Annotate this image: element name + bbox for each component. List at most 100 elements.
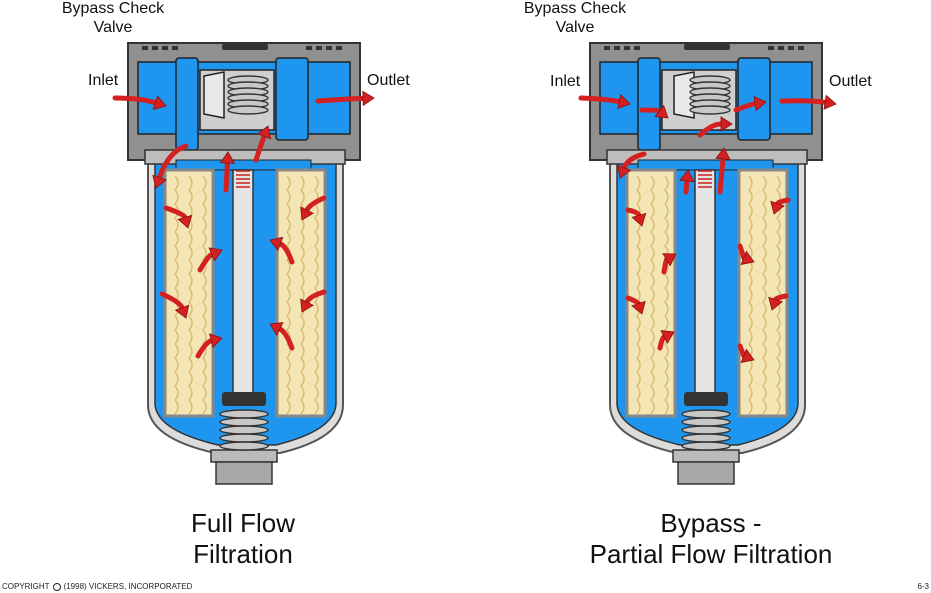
flow-arrow-icon <box>715 147 731 195</box>
flow-arrow-head <box>209 333 223 349</box>
flow-arrow-head <box>152 174 167 189</box>
flow-arrow-shaft <box>253 133 267 163</box>
flow-arrow-head <box>219 151 236 164</box>
copyright-prefix: COPYRIGHT <box>2 582 50 591</box>
flow-arrow-shaft <box>156 143 189 181</box>
flow-arrow-shaft <box>159 291 185 311</box>
head-slot <box>778 46 784 50</box>
flow-arrow-shaft <box>304 195 327 213</box>
inlet-label: Inlet <box>88 72 119 89</box>
flow-arrow-shaft <box>277 241 295 265</box>
flow-arrow-icon <box>219 151 236 193</box>
vickers-logo-icon <box>52 582 61 591</box>
flow-arrow-shaft <box>277 326 295 351</box>
valve-label: Bypass Check Valve <box>52 0 174 37</box>
caption: Bypass - Partial Flow Filtration <box>561 508 861 570</box>
flow-arrow-head <box>753 95 767 112</box>
media-pleat <box>762 175 767 415</box>
head-slot <box>798 46 804 50</box>
head-slot <box>788 46 794 50</box>
flow-arrow-icon <box>112 95 167 111</box>
head-slot <box>336 46 342 50</box>
flow-arrow-head <box>679 169 695 183</box>
flow-arrow-shaft <box>717 156 726 195</box>
flow-arrow-icon <box>737 343 755 363</box>
head-slot <box>768 46 774 50</box>
flow-arrow-shaft <box>697 121 724 138</box>
flow-arrow-head <box>256 125 272 140</box>
valve-label-line1: Bypass Check <box>523 0 627 17</box>
caption-line2: Filtration <box>193 539 293 569</box>
flow-arrow-head <box>174 304 190 319</box>
page-number: 6-3 <box>917 582 929 591</box>
flow-arrow-head <box>269 322 284 337</box>
flow-arrow-shaft <box>657 334 667 351</box>
outlet-label: Outlet <box>367 72 410 89</box>
flow-arrow-shaft <box>683 178 690 195</box>
caption-line1: Bypass - <box>660 508 762 538</box>
flow-arrow-icon <box>163 205 193 229</box>
flow-arrow-icon <box>697 116 733 138</box>
flow-arrow-head <box>720 116 733 132</box>
spring <box>227 75 269 115</box>
spring-coil <box>681 425 731 435</box>
flow-arrow-shaft <box>163 205 188 220</box>
head-slot <box>306 46 312 50</box>
media-pleat <box>650 175 655 415</box>
head-slot <box>222 44 268 50</box>
spring <box>681 409 731 451</box>
flow-arrow-head <box>617 164 632 179</box>
flow-arrow-head <box>660 330 675 345</box>
flow-arrow-shaft <box>315 95 366 104</box>
flow-arrow-shaft <box>304 289 327 305</box>
flow-arrow-icon <box>578 94 631 110</box>
spring-coil <box>681 417 731 427</box>
valve-label-line2: Valve <box>555 19 595 36</box>
media-pleat <box>202 175 207 415</box>
caption-line2: Partial Flow Filtration <box>589 539 833 569</box>
flow-arrow-icon <box>269 236 295 265</box>
head-slot <box>614 46 620 50</box>
head-slot <box>172 46 178 50</box>
copyright-text: (1998) VICKERS, INCORPORATED <box>63 582 193 591</box>
spring-seat <box>222 392 266 406</box>
flow-arrow-head <box>269 236 284 252</box>
spring-coil <box>681 409 731 419</box>
outlet-port <box>275 57 309 141</box>
flow-arrow-head <box>654 104 669 119</box>
flow-arrow-shaft <box>197 251 215 273</box>
flow-arrow-head <box>740 348 755 363</box>
flow-arrow-shaft <box>733 101 758 113</box>
flow-arrow-head <box>631 300 646 315</box>
spring-coil <box>227 105 269 115</box>
drain-nut <box>672 449 740 463</box>
flow-arrow-shaft <box>223 160 230 193</box>
spring <box>689 75 731 115</box>
drain-plug <box>215 461 273 485</box>
outlet-label: Outlet <box>829 73 872 90</box>
flow-arrow-head <box>715 147 731 161</box>
flow-arrow-icon <box>657 330 675 351</box>
flow-arrow-icon <box>639 104 669 119</box>
valve-poppet <box>673 71 695 119</box>
flow-arrow-icon <box>159 291 190 319</box>
flow-arrow-icon <box>737 243 755 265</box>
head-slot <box>684 44 730 50</box>
head-slot <box>634 46 640 50</box>
flow-arrow-icon <box>617 151 647 179</box>
head-slot <box>152 46 158 50</box>
flow-arrow-icon <box>253 125 272 163</box>
flow-arrow-shaft <box>661 257 670 275</box>
flow-arrow-icon <box>661 253 677 275</box>
flow-arrow-head <box>362 90 375 107</box>
inlet-port <box>637 57 661 151</box>
filter-assembly <box>578 42 837 485</box>
inlet-label: Inlet <box>550 73 581 90</box>
caption: Full Flow Filtration <box>143 508 343 570</box>
flow-arrow-head <box>300 298 315 313</box>
spring-coil <box>681 441 731 451</box>
spring-seat <box>684 392 728 406</box>
flow-arrow-icon <box>315 90 375 107</box>
